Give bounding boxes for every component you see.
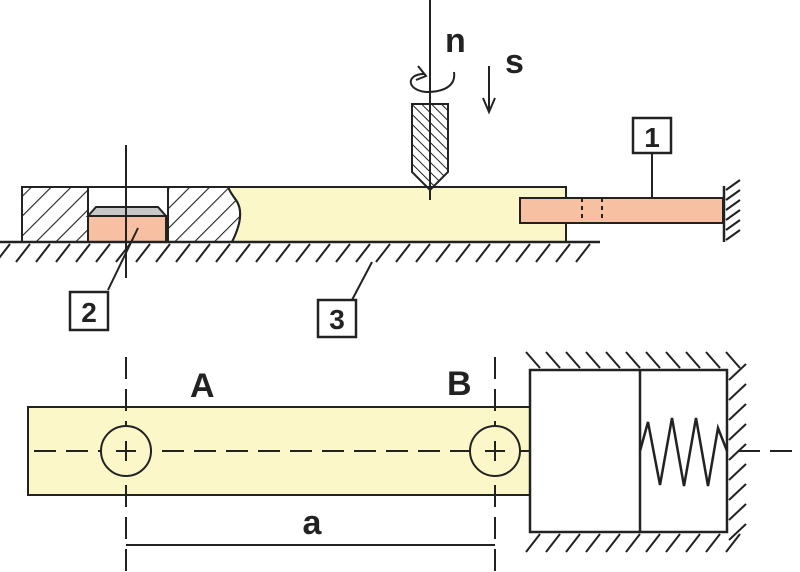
pusher-wall-hatching [725, 179, 741, 241]
callout-leader-3 [351, 261, 373, 301]
rotation-arrow-icon [409, 71, 456, 94]
workpiece-section [226, 186, 567, 243]
callout-box-3 [316, 298, 358, 339]
callout-label-3: 3 [329, 304, 345, 335]
base-hatching [0, 243, 591, 263]
fixture-block-right [167, 186, 242, 243]
crosshair-icon [116, 441, 136, 461]
callout-leader-2 [107, 227, 139, 291]
callout-label-2: 2 [81, 297, 97, 328]
callout-label-1: 1 [644, 122, 660, 153]
rotation-arrow-head [415, 65, 428, 81]
pusher-rod [519, 197, 724, 224]
feed-arrow-head [482, 97, 496, 115]
drill-bit-icon [411, 103, 449, 192]
label-a: a [303, 504, 323, 542]
callout-box-1 [631, 116, 673, 155]
label-A: A [190, 367, 215, 405]
crosshair-icon [485, 441, 505, 461]
label-n: n [445, 22, 466, 60]
label-s: s [505, 43, 524, 81]
fixture-block-left [21, 186, 89, 243]
label-B: B [447, 365, 472, 403]
spring-housing [528, 368, 729, 534]
spring-icon [638, 417, 729, 487]
housing-hatching [525, 351, 747, 553]
callout-box-2 [68, 290, 110, 332]
